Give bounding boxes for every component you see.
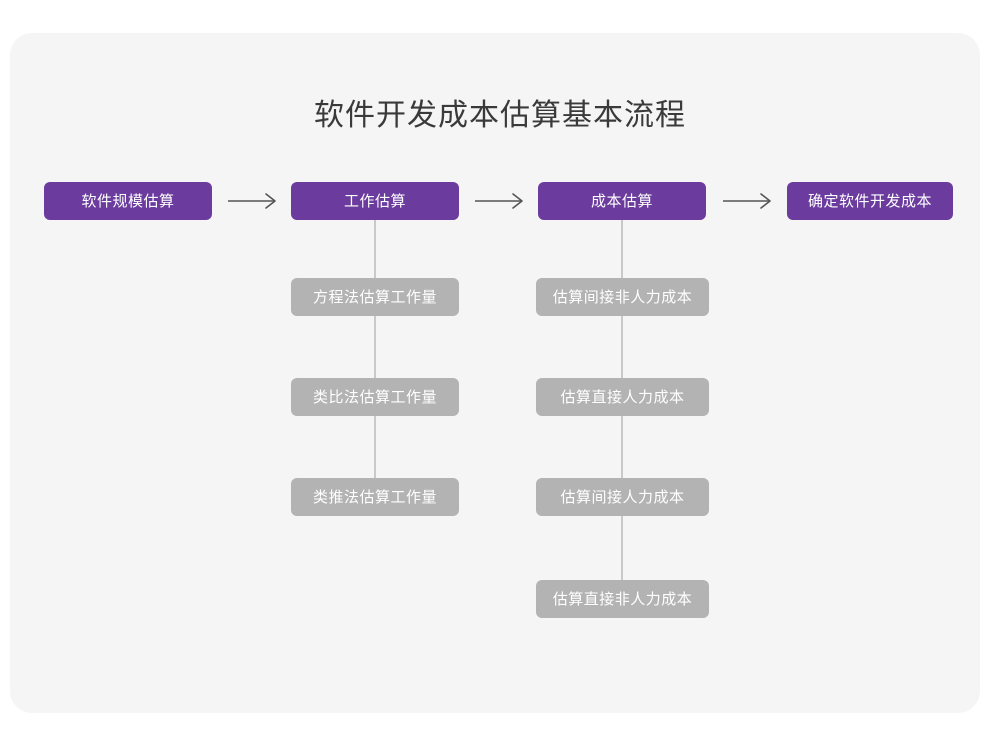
- branch-box-equation-method-workload[interactable]: 方程法估算工作量: [291, 278, 459, 316]
- step-box-software-size-estimation[interactable]: 软件规模估算: [44, 182, 212, 220]
- step-box-determine-development-cost[interactable]: 确定软件开发成本: [787, 182, 953, 220]
- branch-box-indirect-labor-cost[interactable]: 估算间接人力成本: [536, 478, 709, 516]
- branch-box-inference-method-workload[interactable]: 类推法估算工作量: [291, 478, 459, 516]
- branch-box-direct-nonlabor-cost[interactable]: 估算直接非人力成本: [536, 580, 709, 618]
- branch-box-direct-labor-cost[interactable]: 估算直接人力成本: [536, 378, 709, 416]
- flowchart-card: [10, 33, 980, 713]
- arrow-right-icon-1: [228, 191, 280, 211]
- step-box-work-estimation[interactable]: 工作估算: [291, 182, 459, 220]
- arrow-right-icon-3: [723, 191, 775, 211]
- branch-box-indirect-nonlabor-cost[interactable]: 估算间接非人力成本: [536, 278, 709, 316]
- step-box-cost-estimation[interactable]: 成本估算: [538, 182, 706, 220]
- page-title: 软件开发成本估算基本流程: [314, 98, 686, 133]
- connector-line-work-estimation: [374, 220, 376, 478]
- branch-box-analogy-method-workload[interactable]: 类比法估算工作量: [291, 378, 459, 416]
- arrow-right-icon-2: [475, 191, 527, 211]
